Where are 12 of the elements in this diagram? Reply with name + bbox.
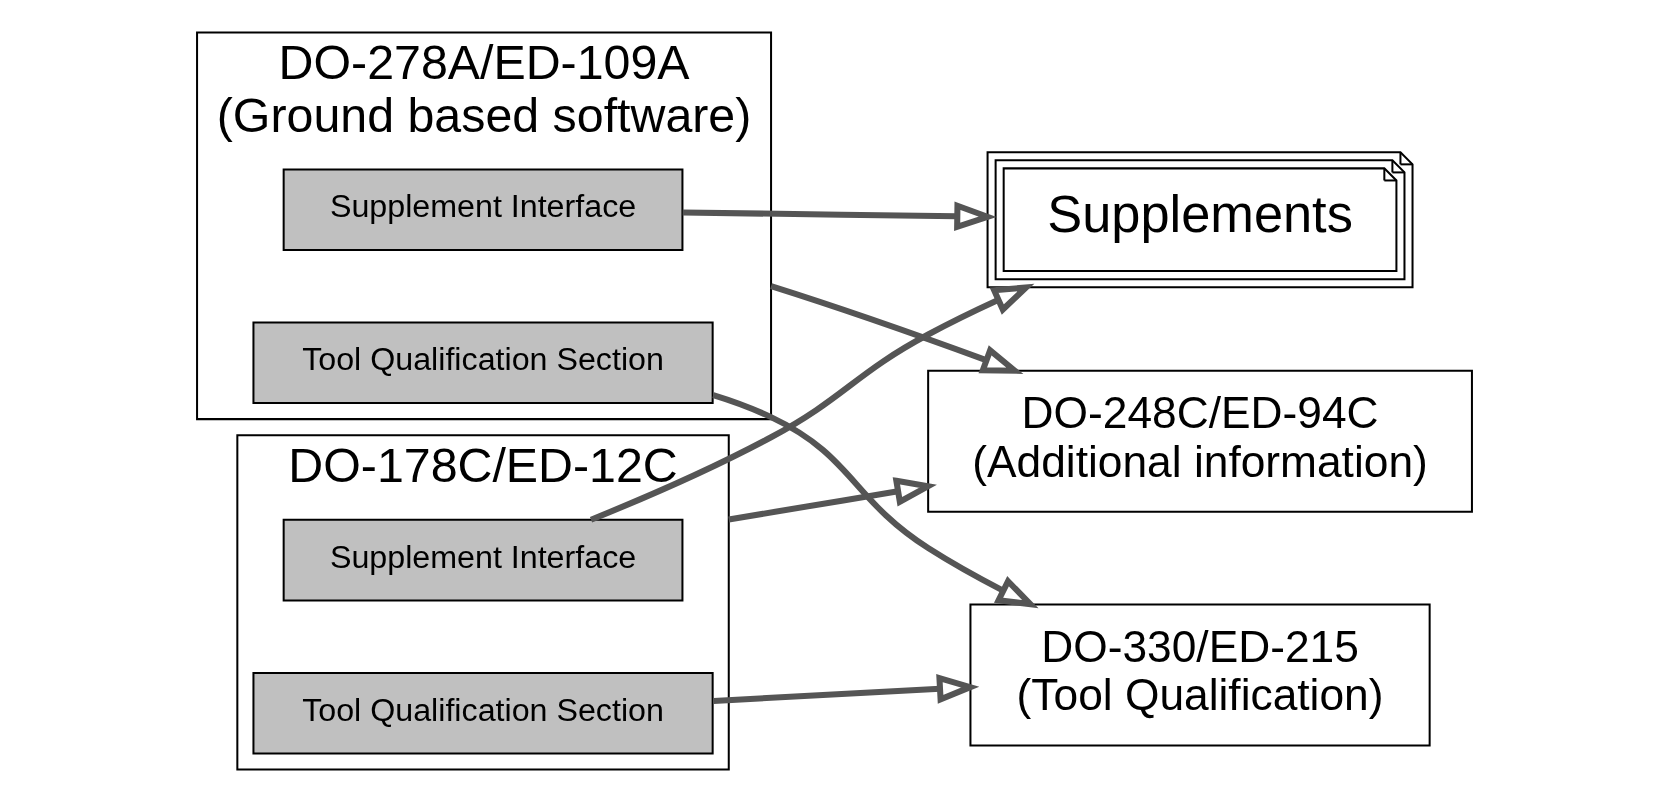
node-box: Supplement Interface bbox=[282, 518, 684, 602]
node-box: Tool Qualification Section bbox=[252, 321, 714, 404]
arrow bbox=[770, 283, 1024, 374]
node-box: DO-330/ED-215 (Tool Qualification) bbox=[969, 603, 1431, 747]
arrow bbox=[728, 477, 937, 523]
arrow bbox=[713, 674, 980, 704]
arrow bbox=[682, 201, 997, 232]
node-box: DO-248C/ED-94C (Additional information) bbox=[927, 369, 1473, 513]
arrow bbox=[589, 283, 1035, 523]
node-box: Tool Qualification Section bbox=[252, 671, 714, 755]
arrow bbox=[712, 392, 1039, 609]
node-box: Supplement Interface bbox=[282, 168, 684, 251]
